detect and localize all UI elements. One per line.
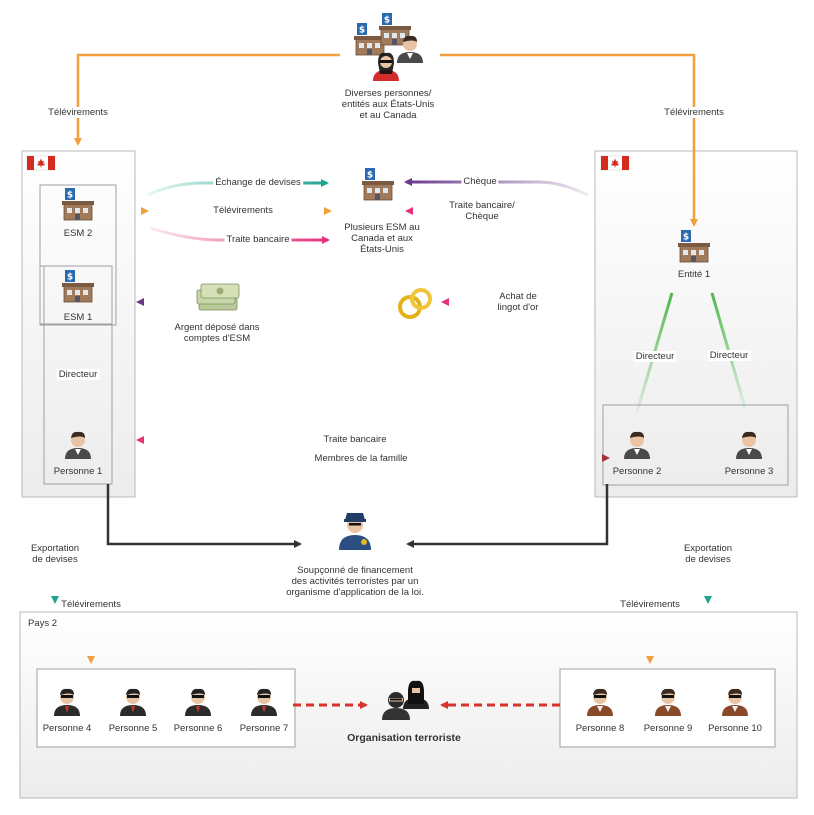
wire-top-left-line xyxy=(74,53,340,146)
director-left-label: Directeur xyxy=(56,369,100,380)
person8-label: Personne 8 xyxy=(575,723,625,734)
cheque-line xyxy=(404,178,589,197)
police-right-line xyxy=(406,484,609,548)
export-left-label-line: Exportation xyxy=(30,543,80,554)
wire-top-right-line xyxy=(440,53,698,227)
country2-label: Pays 2 xyxy=(28,618,58,629)
gold-label: Achat de lingot d'or xyxy=(495,291,541,313)
person3-label: Personne 3 xyxy=(724,466,774,477)
police-label-line: des activités terroristes par un xyxy=(291,576,419,587)
esm1-label: ESM 1 xyxy=(63,312,93,323)
top-group-label-line: Diverses personnes/ xyxy=(344,88,432,99)
gold-rings-icon xyxy=(398,288,432,319)
esm-multi-label-line: Plusieurs ESM au xyxy=(344,222,420,233)
person10-label: Personne 10 xyxy=(708,723,762,734)
persons4to7-box xyxy=(36,668,296,748)
bank-draft-cheque-label-line: Chèque xyxy=(465,211,499,222)
canada-flag-left-icon xyxy=(26,155,56,171)
top-group-icon xyxy=(353,12,423,81)
export-right-label: Exportation de devises xyxy=(681,543,735,565)
top-group-label: Diverses personnes/ entités aux États-Un… xyxy=(342,88,434,121)
esm2-box xyxy=(39,184,117,326)
cash-label-line: comptes d'ESM xyxy=(183,333,251,344)
person2-label: Personne 2 xyxy=(612,466,662,477)
wire-bottom-right-label: Télévirements xyxy=(620,599,680,610)
director-right-a-label: Directeur xyxy=(633,351,677,362)
person7-label: Personne 7 xyxy=(239,723,289,734)
export-left-label: Exportation de devises xyxy=(28,543,82,565)
exchange-line xyxy=(147,179,329,197)
wire-top-left-label: Télévirements xyxy=(46,107,110,118)
person1-label: Personne 1 xyxy=(53,466,103,477)
esm-multi-label-line: États-Unis xyxy=(360,244,404,255)
export-left-label-line: de devises xyxy=(32,554,78,565)
bank-draft-left-line xyxy=(149,226,330,244)
exchange-label: Échange de devises xyxy=(213,177,303,188)
director-right-b-label: Directeur xyxy=(707,350,751,361)
cash-label-line: Argent déposé dans xyxy=(174,322,260,333)
person5-label: Personne 5 xyxy=(108,723,158,734)
export-right-label-line: de devises xyxy=(685,554,731,565)
police-label: Soupçonné de financement des activités t… xyxy=(286,565,424,598)
top-group-label-line: et au Canada xyxy=(359,110,417,121)
cheque-label: Chèque xyxy=(461,176,499,187)
police-label-line: organisme d'application de la loi. xyxy=(286,587,424,598)
police-label-line: Soupçonné de financement xyxy=(297,565,413,576)
cash-label: Argent déposé dans comptes d'ESM xyxy=(174,322,259,344)
person9-label: Personne 9 xyxy=(643,723,693,734)
wire-esm-label: Télévirements xyxy=(211,205,275,216)
export-right-label-line: Exportation xyxy=(683,543,733,554)
gold-label-line: lingot d'or xyxy=(497,302,539,313)
persons23-box xyxy=(602,404,789,486)
bank-draft-middle-label: Traite bancaire xyxy=(321,434,389,445)
esm-multi-label-line: Canada et aux xyxy=(351,233,413,244)
person6-label: Personne 6 xyxy=(173,723,223,734)
bank-draft-cheque-label: Traite bancaire/ Chèque xyxy=(447,200,517,222)
canada-right-box xyxy=(594,150,798,498)
family-label: Membres de la famille xyxy=(312,453,410,464)
police-icon xyxy=(339,513,371,550)
esm-multi-label: Plusieurs ESM au Canada et aux États-Uni… xyxy=(344,222,420,255)
bank-draft-cheque-label-line: Traite bancaire/ xyxy=(449,200,515,211)
terror-org-label: Organisation terroriste xyxy=(347,732,461,744)
police-left-line xyxy=(106,484,302,548)
bank-draft-left-label: Traite bancaire xyxy=(224,234,292,245)
top-group-label-line: entités aux États-Unis xyxy=(341,99,435,110)
canada-flag-right-icon xyxy=(600,155,630,171)
wire-top-right-label: Télévirements xyxy=(662,107,726,118)
person4-label: Personne 4 xyxy=(42,723,92,734)
terror-org-icon xyxy=(382,680,429,720)
gold-label-line: Achat de xyxy=(499,291,537,302)
wire-bottom-left-label: Télévirements xyxy=(61,599,121,610)
person1-box xyxy=(43,265,113,485)
esm2-label: ESM 2 xyxy=(63,228,93,239)
esm-multi-bank-icon xyxy=(361,167,395,201)
cash-icon xyxy=(196,283,240,311)
entity1-label: Entité 1 xyxy=(677,269,711,280)
